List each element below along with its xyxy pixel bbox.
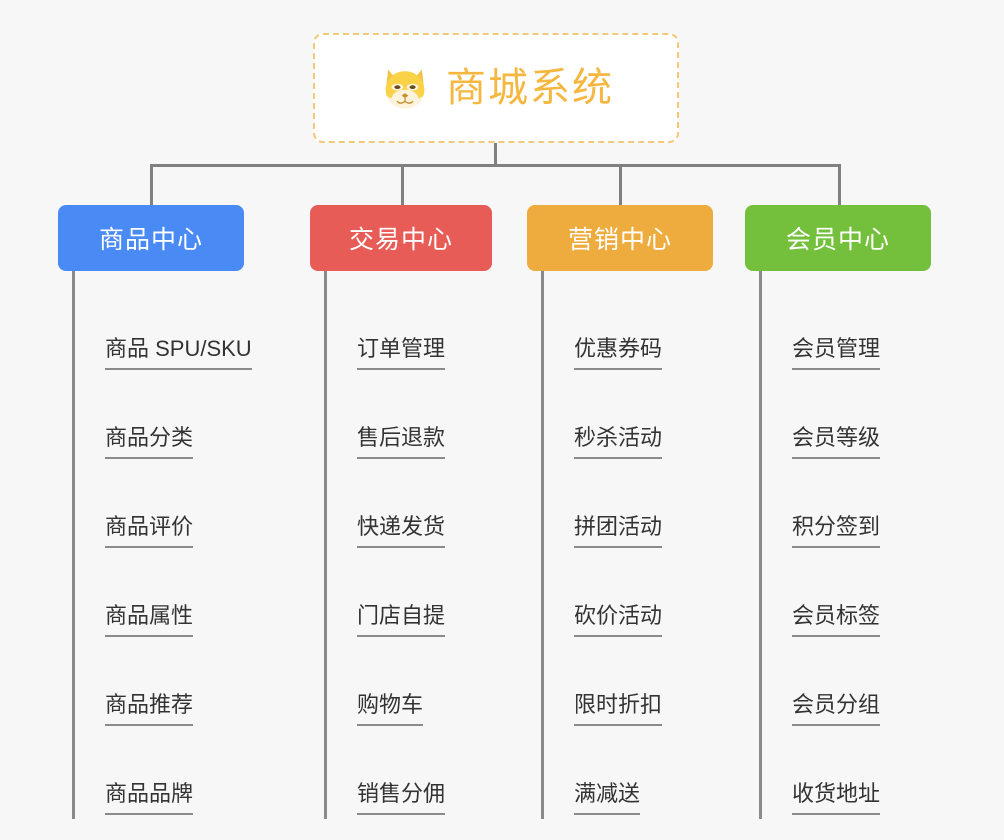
leaf-item[interactable]: 秒杀活动 — [544, 374, 713, 463]
leaf-item[interactable]: 收货地址 — [762, 730, 931, 819]
branch-items-trade: 订单管理 售后退款 快递发货 门店自提 购物车 销售分佣 — [324, 271, 492, 819]
leaf-item[interactable]: 商品品牌 — [75, 730, 252, 819]
leaf-label: 砍价活动 — [574, 603, 663, 637]
leaf-label: 售后退款 — [357, 425, 446, 459]
branch-items-member: 会员管理 会员等级 积分签到 会员标签 会员分组 收货地址 — [759, 271, 931, 819]
connector-horizontal-bus — [150, 164, 841, 167]
connector-branch-stem-3 — [838, 164, 841, 205]
leaf-label: 收货地址 — [792, 781, 881, 815]
branch-column-member: 会员中心 会员管理 会员等级 积分签到 会员标签 会员分组 收货地址 — [745, 205, 931, 819]
leaf-item[interactable]: 优惠券码 — [544, 285, 713, 374]
leaf-label: 商品属性 — [105, 603, 194, 637]
branch-column-marketing: 营销中心 优惠券码 秒杀活动 拼团活动 砍价活动 限时折扣 满减送 — [527, 205, 713, 819]
leaf-item[interactable]: 拼团活动 — [544, 463, 713, 552]
leaf-item[interactable]: 门店自提 — [327, 552, 492, 641]
branch-header-member[interactable]: 会员中心 — [745, 205, 931, 271]
shiba-dog-icon — [385, 69, 425, 109]
leaf-item[interactable]: 会员等级 — [762, 374, 931, 463]
leaf-item[interactable]: 满减送 — [544, 730, 713, 819]
leaf-label: 会员标签 — [792, 603, 881, 637]
leaf-item[interactable]: 商品属性 — [75, 552, 252, 641]
leaf-item[interactable]: 快递发货 — [327, 463, 492, 552]
leaf-label: 商品评价 — [105, 514, 194, 548]
leaf-label: 满减送 — [574, 781, 641, 815]
leaf-item[interactable]: 订单管理 — [327, 285, 492, 374]
connector-branch-stem-2 — [619, 164, 622, 205]
leaf-item[interactable]: 限时折扣 — [544, 641, 713, 730]
root-title: 商城系统 — [446, 66, 614, 110]
branch-header-marketing[interactable]: 营销中心 — [527, 205, 713, 271]
branch-column-trade: 交易中心 订单管理 售后退款 快递发货 门店自提 购物车 销售分佣 — [310, 205, 492, 819]
leaf-label: 秒杀活动 — [574, 425, 663, 459]
branch-header-product[interactable]: 商品中心 — [58, 205, 244, 271]
connector-root-stem — [494, 143, 497, 166]
leaf-label: 限时折扣 — [574, 692, 663, 726]
leaf-item[interactable]: 商品 SPU/SKU — [75, 285, 252, 374]
branch-column-product: 商品中心 商品 SPU/SKU 商品分类 商品评价 商品属性 商品推荐 商品品牌 — [58, 205, 252, 819]
leaf-label: 订单管理 — [357, 336, 446, 370]
leaf-item[interactable]: 购物车 — [327, 641, 492, 730]
leaf-item[interactable]: 会员分组 — [762, 641, 931, 730]
leaf-label: 商品 SPU/SKU — [105, 336, 252, 370]
root-node[interactable]: 商城系统 — [313, 33, 679, 143]
leaf-label: 会员管理 — [792, 336, 881, 370]
leaf-item[interactable]: 商品评价 — [75, 463, 252, 552]
leaf-label: 购物车 — [357, 692, 424, 726]
leaf-label: 销售分佣 — [357, 781, 446, 815]
leaf-item[interactable]: 商品分类 — [75, 374, 252, 463]
branch-header-trade[interactable]: 交易中心 — [310, 205, 492, 271]
leaf-label: 优惠券码 — [574, 336, 663, 370]
leaf-label: 会员分组 — [792, 692, 881, 726]
leaf-label: 商品品牌 — [105, 781, 194, 815]
leaf-label: 商品分类 — [105, 425, 194, 459]
leaf-label: 快递发货 — [357, 514, 446, 548]
leaf-item[interactable]: 销售分佣 — [327, 730, 492, 819]
leaf-item[interactable]: 商品推荐 — [75, 641, 252, 730]
branch-items-product: 商品 SPU/SKU 商品分类 商品评价 商品属性 商品推荐 商品品牌 — [72, 271, 252, 819]
leaf-label: 门店自提 — [357, 603, 446, 637]
leaf-label: 积分签到 — [792, 514, 881, 548]
leaf-label: 商品推荐 — [105, 692, 194, 726]
branch-items-marketing: 优惠券码 秒杀活动 拼团活动 砍价活动 限时折扣 满减送 — [541, 271, 713, 819]
leaf-item[interactable]: 售后退款 — [327, 374, 492, 463]
leaf-item[interactable]: 会员标签 — [762, 552, 931, 641]
leaf-item[interactable]: 会员管理 — [762, 285, 931, 374]
leaf-item[interactable]: 砍价活动 — [544, 552, 713, 641]
connector-branch-stem-1 — [401, 164, 404, 205]
connector-branch-stem-0 — [150, 164, 153, 205]
leaf-label: 会员等级 — [792, 425, 881, 459]
leaf-item[interactable]: 积分签到 — [762, 463, 931, 552]
leaf-label: 拼团活动 — [574, 514, 663, 548]
